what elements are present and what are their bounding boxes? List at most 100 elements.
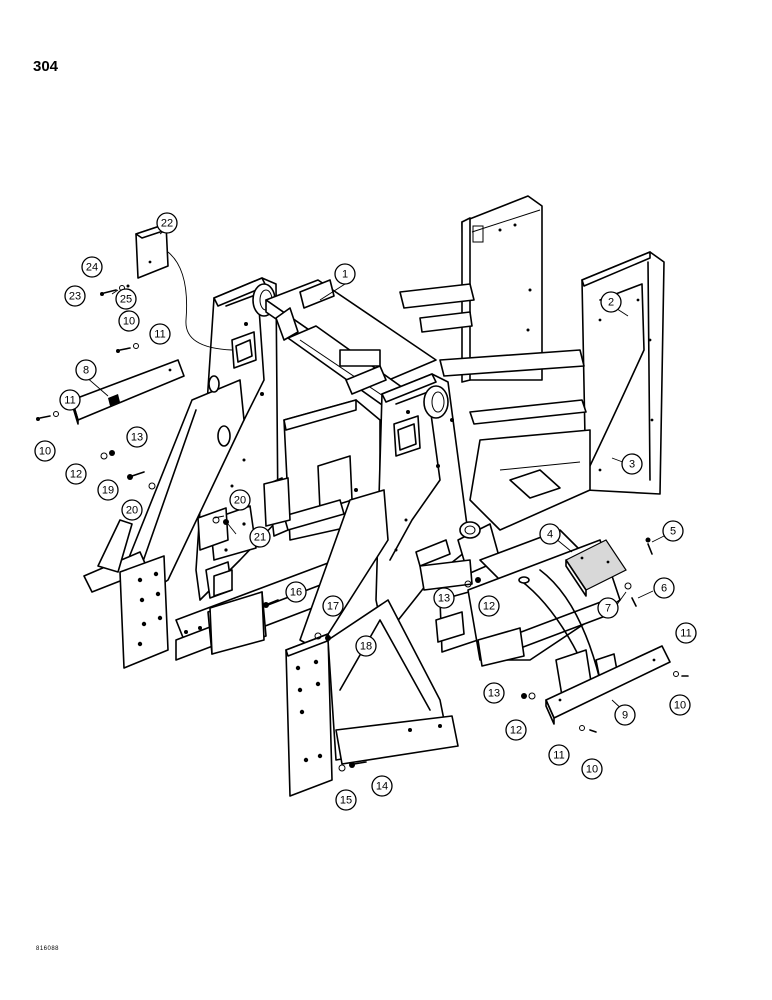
- callout-number: 11: [680, 628, 691, 640]
- callout-circle: [581, 758, 603, 780]
- right-tower: [372, 373, 471, 639]
- callout-number: 11: [553, 750, 564, 762]
- part-9-plate: [545, 645, 671, 725]
- callout-20: 20: [229, 489, 251, 511]
- callout-12: 12: [65, 463, 87, 485]
- callout-circle: [97, 479, 119, 501]
- callout-15: 15: [335, 789, 357, 811]
- callout-number: 20: [126, 505, 138, 517]
- callout-number: 3: [629, 459, 635, 471]
- callout-12: 12: [478, 595, 500, 617]
- right-frame-bracket: [467, 539, 621, 697]
- callout-circle: [81, 256, 103, 278]
- callout-circle: [433, 587, 455, 609]
- callout-number: 10: [39, 446, 51, 458]
- callout-5: 5: [662, 520, 684, 542]
- callout-number: 11: [154, 329, 165, 341]
- callout-circle: [229, 489, 251, 511]
- callout-11: 11: [149, 323, 171, 345]
- callout-circle: [59, 389, 81, 411]
- callout-circle: [614, 704, 636, 726]
- callout-9: 9: [614, 704, 636, 726]
- callout-13: 13: [433, 587, 455, 609]
- callout-number: 25: [120, 294, 132, 306]
- callout-2: 2: [600, 291, 622, 313]
- callout-number: 2: [608, 297, 614, 309]
- callout-12: 12: [505, 719, 527, 741]
- callout-circle: [600, 291, 622, 313]
- part-8-plate: [71, 359, 185, 425]
- callout-circle: [597, 597, 619, 619]
- left-leg: [83, 375, 245, 669]
- callout-number: 5: [670, 526, 676, 538]
- callout-circle: [249, 526, 271, 548]
- callout-19: 19: [97, 479, 119, 501]
- callout-number: 16: [290, 587, 302, 599]
- callout-number: 13: [438, 593, 450, 605]
- callout-11: 11: [548, 744, 570, 766]
- callout-number: 9: [622, 710, 628, 722]
- callout-circle: [539, 523, 561, 545]
- callout-circle: [335, 789, 357, 811]
- callout-circle: [118, 310, 140, 332]
- callout-circle: [662, 520, 684, 542]
- bolts-and-washers: [36, 284, 689, 772]
- callout-number: 12: [510, 725, 522, 737]
- callout-circle: [64, 285, 86, 307]
- callout-14: 14: [371, 775, 393, 797]
- callout-circle: [156, 212, 178, 234]
- callout-3: 3: [621, 453, 643, 475]
- callout-7: 7: [597, 597, 619, 619]
- callout-6: 6: [653, 577, 675, 599]
- callout-circle: [322, 595, 344, 617]
- rear-back-panel: [461, 195, 543, 383]
- callout-1: 1: [334, 263, 356, 285]
- callout-circle: [115, 288, 137, 310]
- callout-circle: [653, 577, 675, 599]
- callout-22: 22: [156, 212, 178, 234]
- callout-number: 13: [131, 432, 143, 444]
- callout-16: 16: [285, 581, 307, 603]
- callout-20: 20: [121, 499, 143, 521]
- callout-number: 10: [586, 764, 598, 776]
- callout-number: 10: [674, 700, 686, 712]
- callout-10: 10: [34, 440, 56, 462]
- callout-number: 21: [254, 532, 266, 544]
- callout-10: 10: [669, 694, 691, 716]
- callout-circle: [149, 323, 171, 345]
- callout-number: 19: [102, 485, 114, 497]
- callout-number: 10: [123, 316, 135, 328]
- callout-circle: [505, 719, 527, 741]
- callout-circle: [355, 635, 377, 657]
- callout-23: 23: [64, 285, 86, 307]
- callout-25: 25: [115, 288, 137, 310]
- callout-18: 18: [355, 635, 377, 657]
- callout-circle: [675, 622, 697, 644]
- callout-number: 6: [661, 583, 667, 595]
- part-4-pad: [565, 539, 627, 597]
- callout-circle: [65, 463, 87, 485]
- callout-circle: [285, 581, 307, 603]
- callout-number: 12: [70, 469, 82, 481]
- page-number: 304: [33, 58, 59, 75]
- callout-circle: [334, 263, 356, 285]
- callout-number: 11: [64, 395, 75, 407]
- callout-4: 4: [539, 523, 561, 545]
- callout-number: 12: [483, 601, 495, 613]
- callout-number: 24: [86, 262, 98, 274]
- callout-circle: [548, 744, 570, 766]
- callout-10: 10: [581, 758, 603, 780]
- callout-10: 10: [118, 310, 140, 332]
- callout-24: 24: [81, 256, 103, 278]
- callout-circle: [371, 775, 393, 797]
- callout-circle: [621, 453, 643, 475]
- callout-number: 17: [327, 601, 339, 613]
- figure-code: 816088: [36, 946, 60, 952]
- callout-circle: [121, 499, 143, 521]
- callout-number: 7: [605, 603, 611, 615]
- callout-number: 18: [360, 641, 372, 653]
- callout-number: 4: [547, 529, 553, 541]
- callout-circle: [34, 440, 56, 462]
- callout-circle: [669, 694, 691, 716]
